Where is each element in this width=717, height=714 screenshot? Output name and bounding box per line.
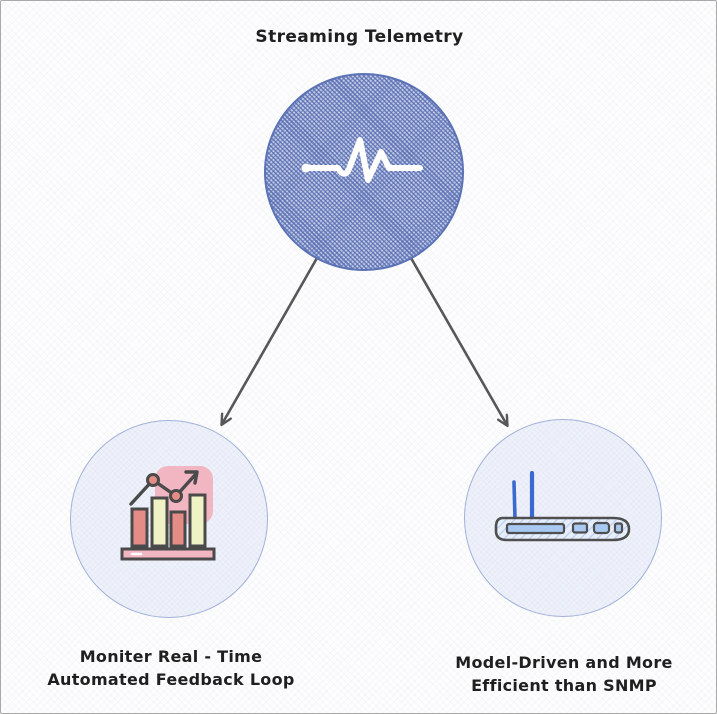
diagram-title: Streaming Telemetry (255, 27, 464, 47)
router-node-label: Model-Driven and More Efficient than SNM… (429, 651, 699, 697)
antenna-left (512, 480, 517, 521)
monitor-node-label: Moniter Real - Time Automated Feedback L… (31, 645, 311, 691)
router-icon (494, 470, 631, 542)
router-label-line1: Model-Driven and More (455, 653, 673, 672)
edge-telemetry-to-router (409, 257, 507, 425)
pulse-waveform-icon (301, 137, 423, 183)
bar-chart-icon (120, 466, 216, 561)
router-port-2 (592, 521, 611, 535)
router-label-line2: Efficient than SNMP (471, 676, 657, 695)
router-port-1 (571, 522, 589, 534)
monitor-label-line2: Automated Feedback Loop (47, 670, 295, 689)
monitor-label-line1: Moniter Real - Time (79, 647, 263, 666)
edge-telemetry-to-monitor (222, 257, 319, 424)
router-port-3 (613, 522, 624, 534)
router-slot (505, 522, 566, 535)
